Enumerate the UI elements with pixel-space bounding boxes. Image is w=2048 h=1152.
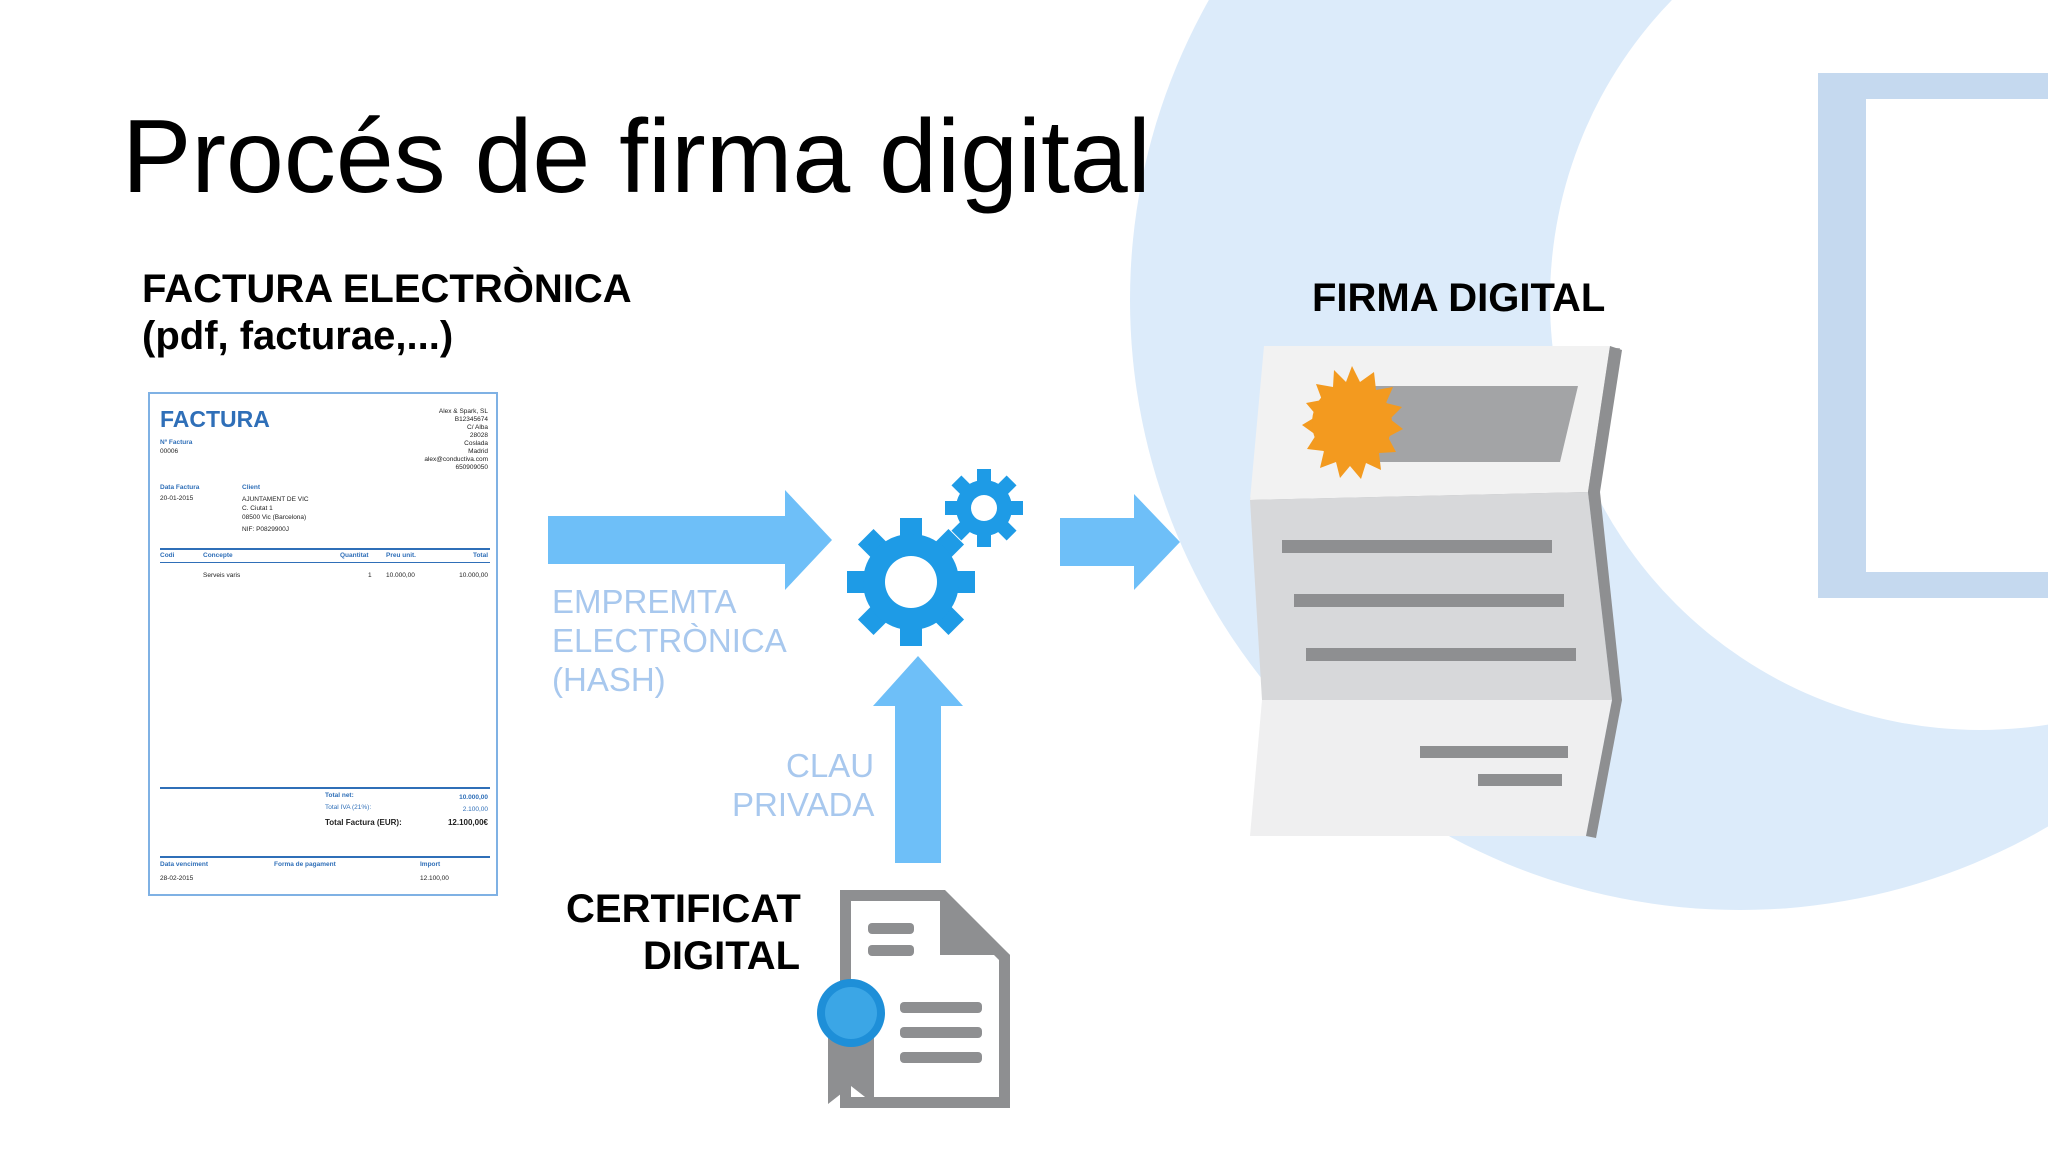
invoice-company-line: C/ Alba [467,424,488,431]
arrow-private-key [873,656,963,863]
invoice-footer-header: Data venciment [160,861,209,868]
signed-document-icon [1250,346,1622,838]
invoice-client-line: AJUNTAMENT DE VIC [242,496,309,503]
invoice-col-header: Quantitat [340,552,369,559]
invoice-client-line: NIF: P0829900J [242,526,289,533]
invoice-row-unit: 10.000,00 [386,572,415,579]
invoice-date-label: Data Factura [160,484,200,491]
hash-label: (HASH) [552,661,666,698]
invoice-client-line: 08500 Vic (Barcelona) [242,514,307,521]
invoice-title: FACTURA [160,406,270,432]
private-key-label: CLAU [786,747,875,784]
invoice-company-line: 650909050 [455,464,488,471]
invoice-col-header: Preu unit. [386,552,416,559]
hash-label: EMPREMTA [552,583,737,620]
invoice-net-value: 10.000,00 [459,794,488,801]
invoice-col-header: Codi [160,552,175,559]
invoice-date: 20-01-2015 [160,495,194,502]
certificate-icon [817,890,1010,1108]
invoice-col-header: Concepte [203,552,233,559]
hash-label: ELECTRÒNICA [552,622,787,659]
arrow-result [1060,494,1180,590]
invoice-iva-label: Total IVA (21%): [325,804,372,811]
invoice-heading-formats: (pdf, facturae,...) [142,314,454,358]
invoice-col-header: Total [472,552,488,559]
invoice-iva-value: 2.100,00 [462,806,488,813]
gear-large-icon [847,518,975,646]
invoice-net-label: Total net: [325,792,354,799]
invoice-row-total: 10.000,00 [459,572,488,579]
private-key-label: PRIVADA [732,786,875,823]
invoice-company-line: B12345674 [454,416,488,423]
invoice-document: FACTURA Alex & Spark, SL B12345674 C/ Al… [148,392,498,896]
invoice-company-line: alex@conductiva.com [424,456,488,463]
invoice-total-value: 12.100,00€ [447,818,488,827]
gear-small-icon [945,469,1023,547]
certificate-label: CERTIFICAT [566,887,801,931]
invoice-total-label: Total Factura (EUR): [325,818,402,827]
invoice-client-line: C. Ciutat 1 [242,505,273,512]
certificate-label: DIGITAL [643,934,801,978]
invoice-row-concept: Serveis varis [203,572,241,579]
invoice-number-label: Nº Factura [160,439,193,446]
invoice-company-line: Alex & Spark, SL [438,408,488,415]
page-title: Procés de firma digital [122,99,1151,215]
invoice-divider [160,856,490,858]
invoice-client-label: Client [242,484,261,491]
invoice-due-date: 28-02-2015 [160,875,194,882]
arrow-hash [548,490,832,590]
invoice-heading: FACTURA ELECTRÒNICA [142,267,632,311]
invoice-row-qty: 1 [368,572,372,579]
signature-heading: FIRMA DIGITAL [1312,276,1606,320]
invoice-company-line: Madrid [468,448,488,455]
invoice-import: 12.100,00 [420,875,449,882]
invoice-divider [160,562,490,563]
invoice-number: 00006 [160,448,179,455]
invoice-divider [160,548,490,550]
invoice-divider [160,787,490,789]
invoice-company-line: 28028 [469,432,488,439]
invoice-footer-header: Import [420,861,441,868]
invoice-company-line: Coslada [464,440,488,447]
invoice-footer-header: Forma de pagament [274,861,336,868]
